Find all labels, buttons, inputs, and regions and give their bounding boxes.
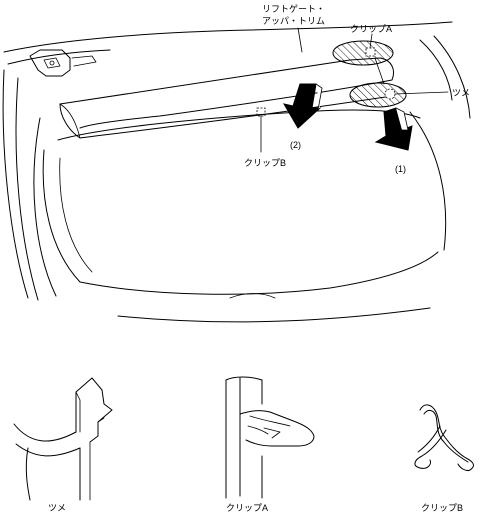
detail-labels: ツメ クリップA クリップB	[48, 503, 463, 513]
tsume-label: ツメ	[452, 88, 470, 98]
clip-a-label: クリップA	[350, 24, 392, 34]
detail-clip-b-label: クリップB	[421, 503, 463, 513]
detail-clip-a	[225, 376, 315, 499]
step-1-label: (1)	[395, 164, 406, 174]
lift-gate-illustration	[2, 21, 471, 323]
trim-label-line2: アッパ・トリム	[262, 16, 325, 26]
tsume-zone	[349, 82, 449, 108]
main-labels: リフトゲート・ アッパ・トリム クリップA ツメ (1) (2) クリップB	[244, 3, 470, 174]
arrow-step-1	[374, 107, 413, 151]
detail-clip-b	[414, 404, 474, 471]
trim-label-line1: リフトゲート・	[262, 3, 325, 14]
clip-a-zone	[332, 33, 394, 85]
clip-b-marker	[256, 107, 266, 153]
arrow-step-2	[282, 83, 323, 129]
upper-trim-panel	[59, 27, 394, 139]
clip-b-label: クリップB	[244, 158, 286, 168]
step-2-label: (2)	[290, 140, 301, 150]
detail-tsume-label: ツメ	[48, 503, 66, 513]
detail-tsume	[13, 377, 113, 501]
detail-clip-a-label: クリップA	[226, 503, 268, 513]
